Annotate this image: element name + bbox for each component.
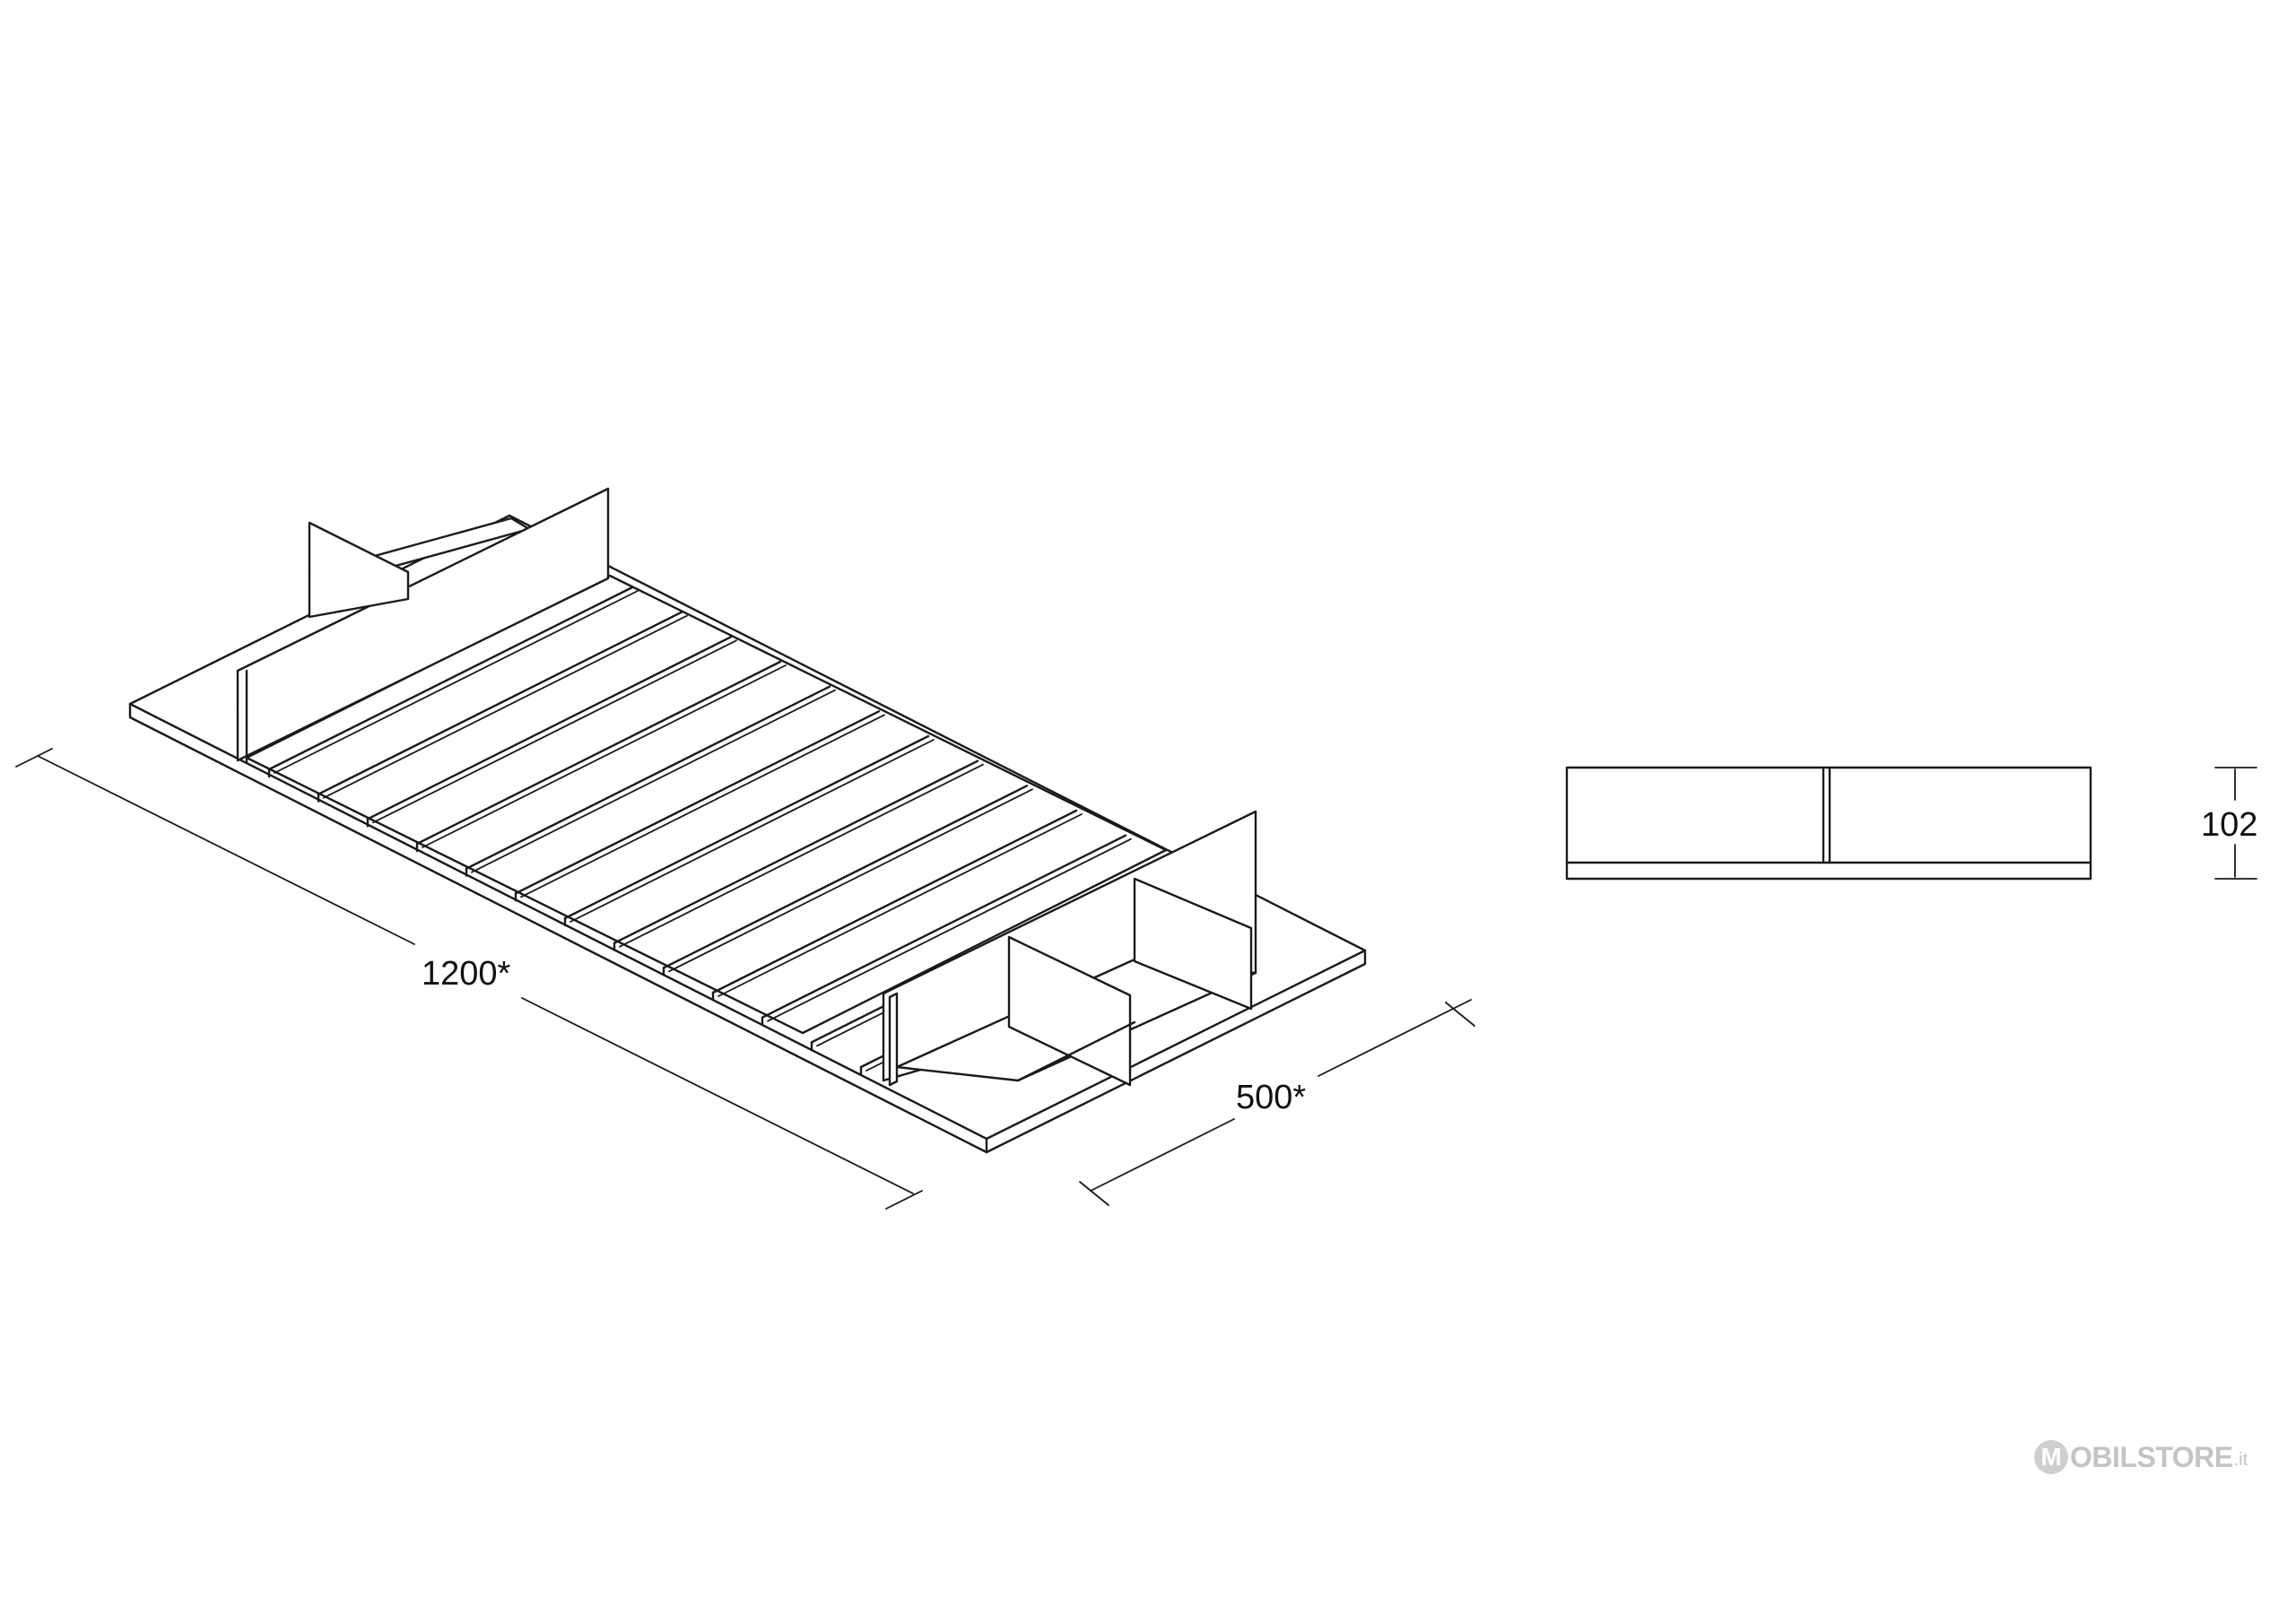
slat-line (415, 660, 782, 846)
slat-edge (274, 590, 639, 774)
divider-panel-2 (1133, 877, 1253, 1011)
slat-line (711, 809, 1078, 994)
slat-line (366, 636, 733, 820)
brand-name: OBILSTORE (2070, 1440, 2233, 1473)
slat-edge (422, 664, 787, 848)
slat-line (761, 834, 1127, 1019)
slat-edge (520, 714, 885, 898)
height-label: 102 (2201, 806, 2257, 844)
dimension-length: 1200* (15, 748, 923, 1210)
slat-edge (570, 739, 935, 923)
headboard-panel (236, 487, 610, 762)
divider-panel-1 (1007, 935, 1132, 1087)
brand-mark-icon: M (2034, 1440, 2068, 1474)
slat-line (317, 611, 683, 795)
slat-edge (372, 639, 737, 824)
slat-edge (323, 614, 688, 799)
length-label: 1200* (422, 955, 511, 993)
width-label: 500* (1236, 1079, 1306, 1116)
slat-line (267, 586, 634, 771)
slats (267, 586, 1231, 1076)
slat-line (613, 759, 979, 944)
dimension-height: 102 (2201, 767, 2257, 880)
side-elevation (1565, 766, 2092, 881)
slat-line (563, 734, 930, 920)
slat-edge (471, 689, 836, 873)
front-end-panel (888, 992, 899, 1087)
slat-line (662, 785, 1029, 969)
slat-line (514, 710, 881, 895)
left-side-panel (308, 521, 410, 619)
slat-edge (619, 763, 984, 948)
slat-edge (767, 838, 1132, 1022)
slat-line (465, 685, 831, 870)
slat-edge (718, 813, 1083, 997)
slat-edge (668, 788, 1033, 973)
watermark-logo: M OBILSTORE .it (2034, 1440, 2248, 1474)
dimension-width: 500* (1079, 999, 1475, 1206)
isometric-view (128, 487, 1367, 1154)
brand-tld: .it (2233, 1449, 2248, 1470)
